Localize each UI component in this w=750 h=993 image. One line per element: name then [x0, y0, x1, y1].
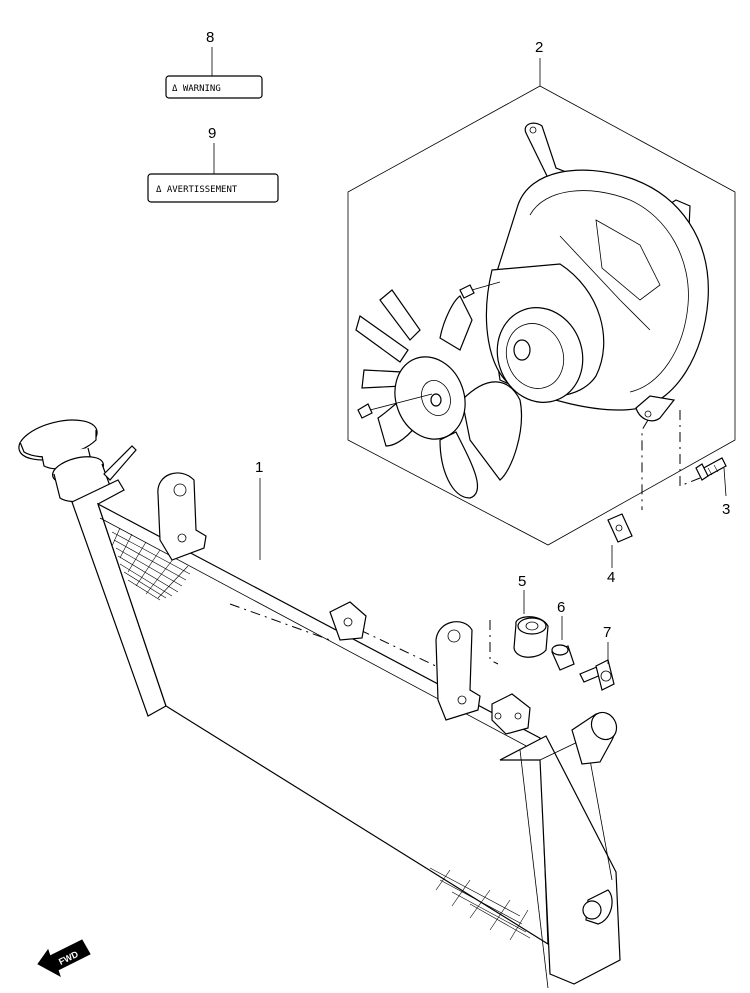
callout-8: 8	[206, 29, 214, 46]
radiator-fins	[111, 527, 531, 941]
fan-blade	[355, 289, 522, 499]
fan-motor	[459, 263, 605, 403]
leader-3	[723, 467, 727, 497]
callout-4: 4	[607, 569, 615, 586]
callout-9: 9	[208, 125, 216, 142]
bolt-7	[579, 659, 615, 691]
callout-6: 6	[557, 599, 565, 616]
callout-3: 3	[722, 501, 730, 518]
label-8-text: Δ WARNING	[172, 84, 221, 94]
callout-7: 7	[603, 624, 611, 641]
callout-2: 2	[535, 39, 543, 56]
label-9-text: Δ AVERTISSEMENT	[156, 185, 238, 195]
cushion-5	[489, 616, 549, 665]
collar-6	[551, 644, 575, 671]
radiator-cap	[18, 419, 137, 503]
fwd-arrow-icon: FWD	[37, 939, 91, 978]
nut-clip-4	[607, 513, 633, 543]
bolt-3	[641, 410, 727, 510]
callout-1: 1	[255, 459, 263, 476]
radiator	[71, 472, 621, 989]
fan-group-outline	[347, 58, 736, 546]
callout-5: 5	[518, 573, 526, 590]
warning-label-9: Δ AVERTISSEMENT	[147, 143, 279, 203]
warning-label-8: Δ WARNING	[165, 47, 263, 99]
